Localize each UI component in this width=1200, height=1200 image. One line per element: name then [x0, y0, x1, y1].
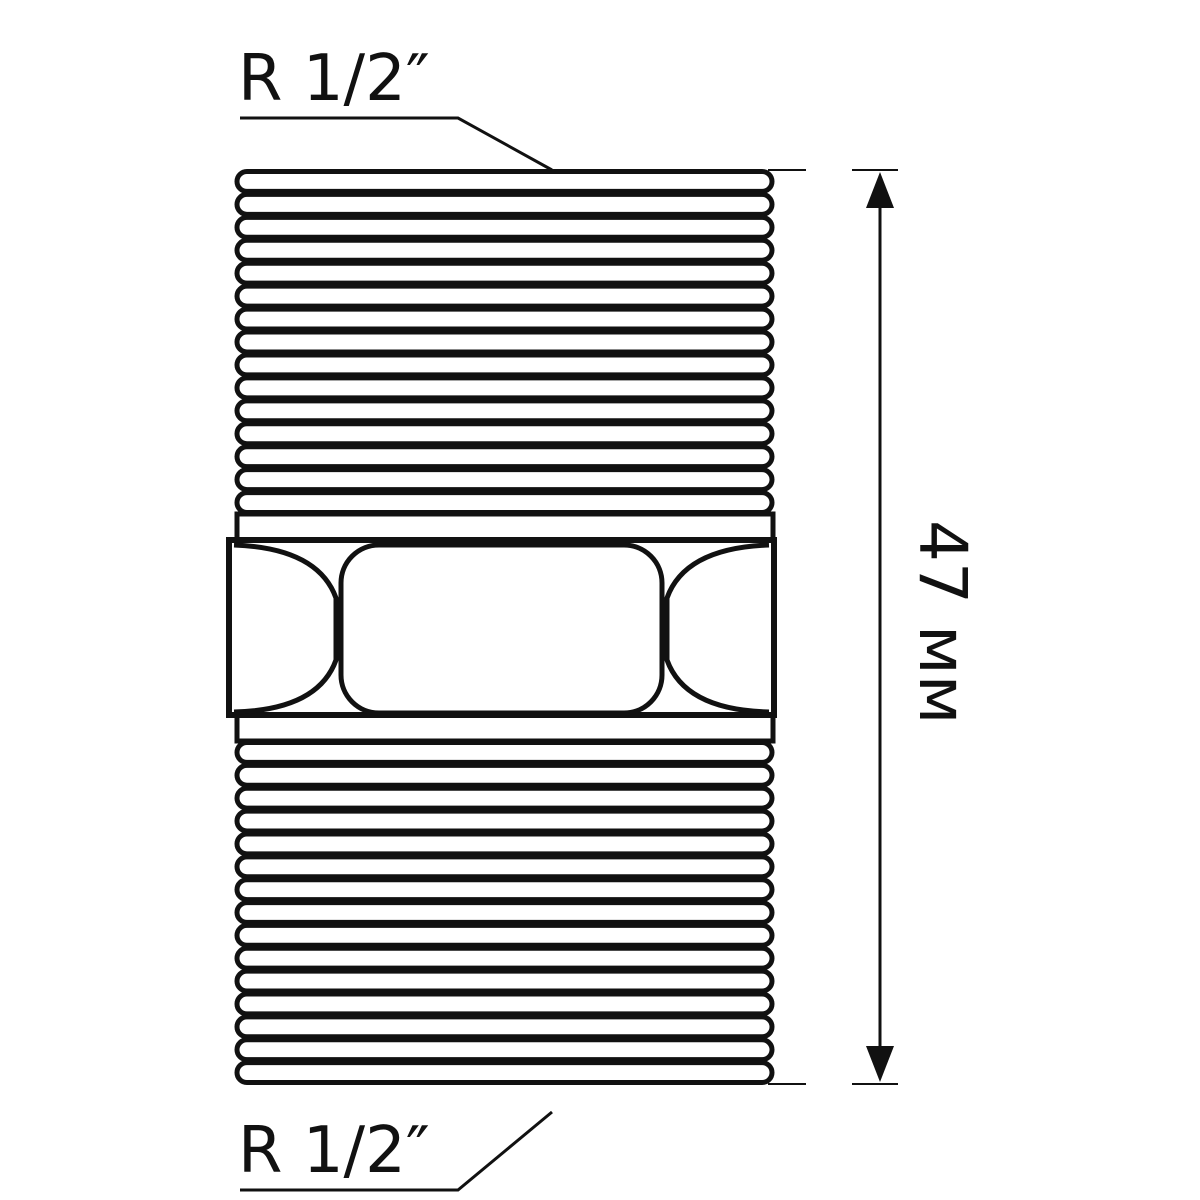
upper-thread-rib	[234, 260, 775, 286]
top-leader-line	[240, 116, 553, 172]
lower-thread-rib	[234, 1014, 775, 1040]
upper-thread-rib	[234, 237, 775, 263]
lower-thread-rib	[234, 1037, 775, 1063]
lower-thread-rib	[234, 945, 775, 971]
upper-thread-rib	[234, 214, 775, 240]
upper-thread-rib	[234, 283, 775, 309]
lower-thread-section	[234, 740, 775, 1085]
lower-thread-rib	[234, 808, 775, 834]
lower-thread-rib	[234, 968, 775, 994]
lower-thread-rib	[234, 762, 775, 788]
lower-thread-rib	[234, 1060, 775, 1085]
upper-thread-section	[234, 169, 775, 516]
hex-center-face	[338, 542, 665, 716]
lower-thread-rib	[234, 740, 775, 765]
bottom-leader-line	[240, 1110, 553, 1192]
upper-thread-rib	[234, 169, 775, 194]
upper-thread-rib	[234, 191, 775, 217]
upper-thread-rib	[234, 421, 775, 447]
hex-left-flat	[233, 542, 339, 715]
upper-thread-rib	[234, 375, 775, 401]
top-thread-label: R 1/2″	[238, 42, 430, 116]
upper-thread-rib	[234, 490, 775, 516]
lower-thread-rib	[234, 785, 775, 811]
dimension-arrow-icon	[866, 172, 894, 1082]
bottom-thread-label: R 1/2″	[238, 1114, 430, 1188]
lower-thread-rib	[234, 831, 775, 857]
upper-thread-rib	[234, 352, 775, 378]
hex-nut	[226, 537, 777, 718]
upper-thread-rib	[234, 467, 775, 493]
upper-thread-rib	[234, 444, 775, 470]
lower-thread-rib	[234, 854, 775, 880]
lower-thread-rib	[234, 991, 775, 1017]
length-dimension-label: 47 мм	[904, 520, 981, 725]
upper-thread-rib	[234, 329, 775, 355]
lower-thread-rib	[234, 922, 775, 948]
hex-right-flat	[664, 542, 770, 715]
lower-thread-rib	[234, 877, 775, 903]
lower-thread-rib	[234, 900, 775, 925]
upper-thread-rib	[234, 306, 775, 332]
upper-thread-rib	[234, 398, 775, 424]
